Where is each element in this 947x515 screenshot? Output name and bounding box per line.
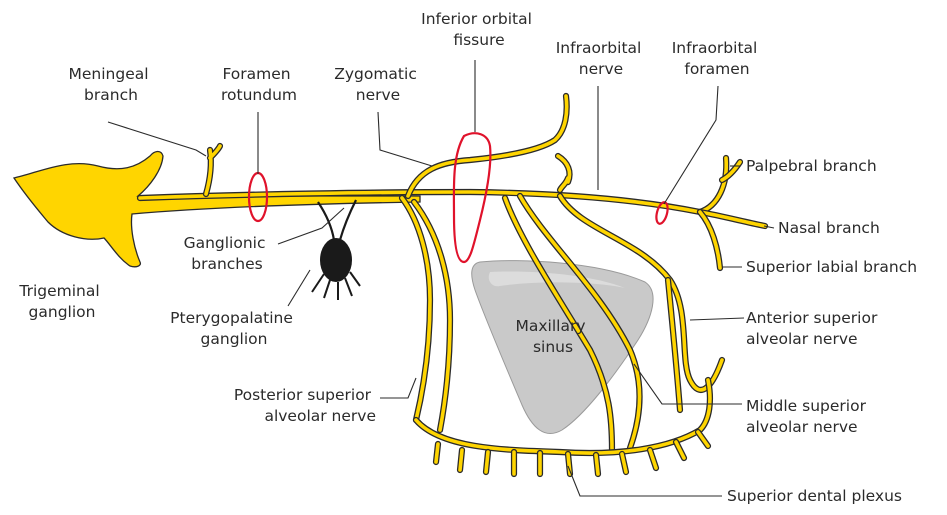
middle-superior-alveolar-nerve-label: Middle superior alveolar nerve [746, 397, 871, 436]
nasal-branch-label: Nasal branch [778, 219, 880, 237]
foramen-rotundum-label: Foramen rotundum [221, 65, 297, 104]
meningeal-branch-label: Meningeal branch [69, 65, 154, 104]
ganglionic-branch-2 [340, 200, 356, 240]
infraorbital-nerve-label: Infraorbital nerve [556, 39, 647, 78]
pterygopalatine-ganglion-label: Pterygopalatine ganglion [170, 309, 298, 348]
palpebral-branch-label: Palpebral branch [746, 157, 877, 175]
nerve-paths [140, 96, 765, 474]
anterior-superior-alveolar-nerve-label: Anterior superior alveolar nerve [746, 309, 882, 348]
superior-labial-branch-label: Superior labial branch [746, 258, 917, 276]
inferior-orbital-fissure-label: Inferior orbital fissure [421, 10, 537, 49]
trigeminal-ganglion-label: Trigeminal ganglion [18, 282, 104, 321]
inferior-orbital-fissure-ring [454, 133, 491, 262]
infraorbital-foramen-label: Infraorbital foramen [672, 39, 763, 78]
pterygopalatine-ganglion-shape [320, 238, 352, 282]
posterior-superior-alveolar-nerve-label: Posterior superior alveolar nerve [234, 386, 376, 425]
ganglionic-branches-label: Ganglionic branches [184, 234, 271, 273]
superior-dental-plexus-label: Superior dental plexus [727, 487, 902, 505]
ganglionic-branch-1 [318, 202, 334, 240]
zygomatic-nerve-label: Zygomatic nerve [334, 65, 422, 104]
